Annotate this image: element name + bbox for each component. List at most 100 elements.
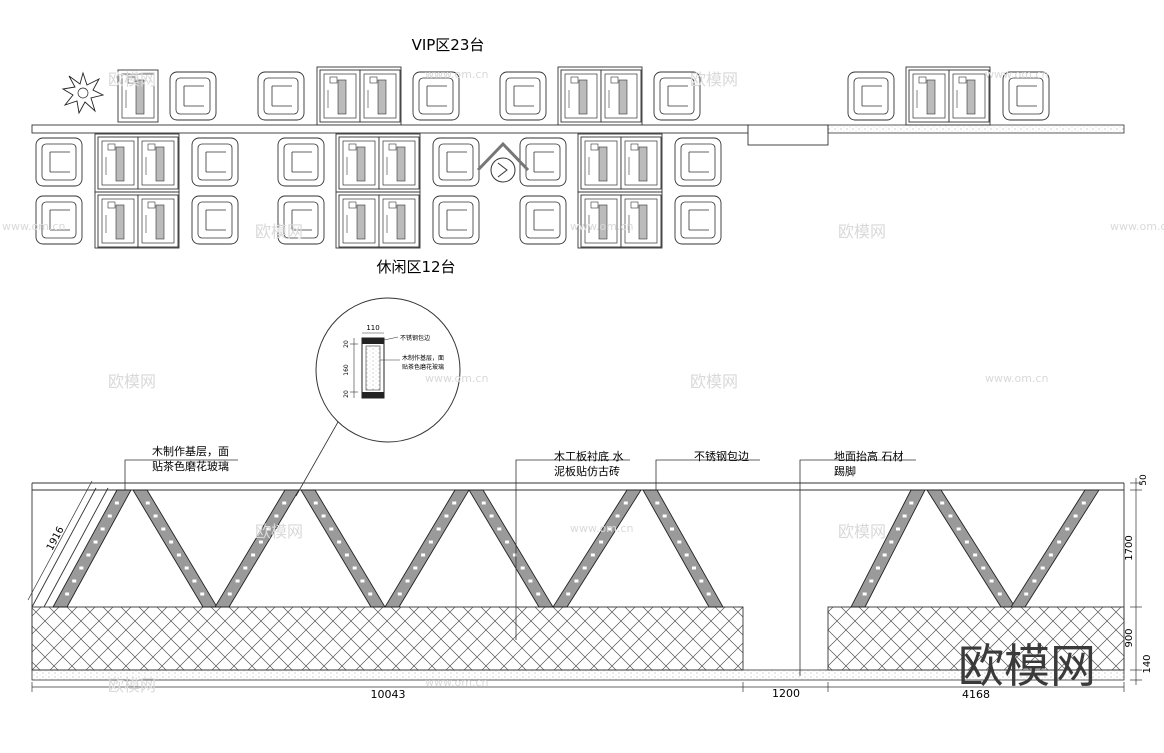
callout-steel: 不锈钢包边 [694,450,749,463]
plant-icon [61,71,105,115]
dim-gap-length: 1200 [772,687,800,700]
frosted-pattern-mark [902,514,907,518]
dim-left-length: 10043 [371,688,406,701]
detail-note-wood-1: 木制作基层，面 [402,354,444,362]
frosted-pattern-mark [862,592,867,596]
glass-panel [384,489,470,608]
frosted-pattern-mark [227,592,232,596]
glass-panel [132,489,218,608]
dim-right-length: 4168 [962,688,990,701]
frosted-pattern-mark [274,514,279,518]
leisure-seating [35,133,722,249]
detail-note-steel: 不锈钢包边 [400,334,430,342]
frosted-pattern-mark [940,501,945,505]
section-marker-icon [476,141,530,183]
frosted-pattern-mark [428,540,433,544]
frosted-pattern-mark [184,566,189,570]
frosted-pattern-mark [973,553,978,557]
frosted-pattern-mark [251,553,256,557]
callout-board-line2: 泥板贴仿古砖 [554,464,620,478]
frosted-pattern-mark [574,579,579,583]
frosted-pattern-mark [599,540,604,544]
frosted-pattern-mark [948,514,953,518]
frosted-pattern-mark [489,514,494,518]
frosted-pattern-mark [169,540,174,544]
frosted-pattern-mark [266,527,271,531]
detail-note-wood-2: 贴茶色磨花玻璃 [402,363,444,371]
callout-floor-line2: 踢脚 [834,464,856,478]
frosted-pattern-mark [444,514,449,518]
frosted-pattern-mark [421,553,426,557]
detail-dim-c: 20 [343,390,350,398]
frosted-pattern-mark [909,501,914,505]
frosted-pattern-mark [337,540,342,544]
frosted-pattern-mark [100,527,105,531]
frosted-pattern-mark [344,553,349,557]
bottom-dimension-line [31,682,1125,692]
glass-panel [850,489,926,608]
frosted-pattern-mark [79,566,84,570]
detail-dim-top: 110 [366,324,379,332]
frosted-pattern-mark [352,566,357,570]
frosted-pattern-mark [235,579,240,583]
frosted-pattern-mark [692,566,696,570]
dim-v-50: 50 [1139,474,1149,486]
frosted-pattern-mark [889,540,894,544]
frosted-pattern-mark [623,501,628,505]
raised-floor [31,669,1125,681]
frosted-pattern-mark [582,566,587,570]
detail-dim-a: 20 [343,340,350,348]
zigzag-glass-panels [52,489,1100,608]
frosted-pattern-mark [176,553,181,557]
leisure-zone-title: 休闲区12台 [376,258,455,276]
frosted-pattern-mark [512,553,517,557]
frosted-pattern-mark [662,514,667,518]
vip-zone-title: VIP区23台 [412,36,485,54]
frosted-pattern-mark [1040,566,1045,570]
frosted-pattern-mark [321,514,326,518]
frosted-pattern-mark [882,553,887,557]
glass-panel [1010,489,1100,608]
frosted-pattern-mark [566,592,571,596]
glass-panel [468,489,554,608]
frosted-pattern-mark [896,527,900,531]
frosted-pattern-mark [706,592,711,596]
frosted-pattern-mark [405,579,410,583]
frosted-pattern-mark [1024,592,1029,596]
partition-opening [747,124,829,146]
frosted-pattern-mark [989,579,994,583]
frosted-pattern-mark [520,566,525,570]
glass-panel [642,489,724,608]
frosted-pattern-mark [368,592,373,596]
frosted-pattern-mark [65,592,70,596]
frosted-pattern-mark [114,501,119,505]
frosted-pattern-mark [964,540,969,544]
frosted-pattern-mark [670,527,674,531]
frosted-pattern-mark [699,579,704,583]
frosted-pattern-mark [1032,579,1037,583]
frosted-pattern-mark [1073,514,1078,518]
frosted-pattern-mark [1065,527,1070,531]
frosted-pattern-mark [282,501,287,505]
frosted-pattern-mark [192,579,197,583]
callout-leaders [124,459,916,676]
frosted-pattern-mark [869,579,874,583]
elevation-drawing: 木制作基层，面 贴茶色磨花玻璃 木工板衬底 水 泥板贴仿古砖 不锈钢包边 地面抬… [27,445,1153,701]
frosted-pattern-mark [436,527,441,531]
frosted-pattern-mark [243,566,248,570]
frosted-pattern-mark [981,566,986,570]
frosted-pattern-mark [258,540,263,544]
frosted-pattern-mark [452,501,457,505]
detail-callout: 110 20 160 20 不锈钢包边 木制作基层，面 贴茶色磨花玻璃 [295,297,461,497]
frosted-pattern-mark [145,501,150,505]
glass-panel [52,489,132,608]
frosted-pattern-mark [329,527,334,531]
frosted-pattern-mark [956,527,961,531]
right-dimension-line [1130,478,1142,685]
callout-wood-line1: 木制作基层，面 [152,445,229,458]
frosted-pattern-mark [1048,553,1053,557]
frosted-pattern-mark [153,514,158,518]
frosted-pattern-mark [497,527,502,531]
frosted-pattern-mark [677,540,682,544]
